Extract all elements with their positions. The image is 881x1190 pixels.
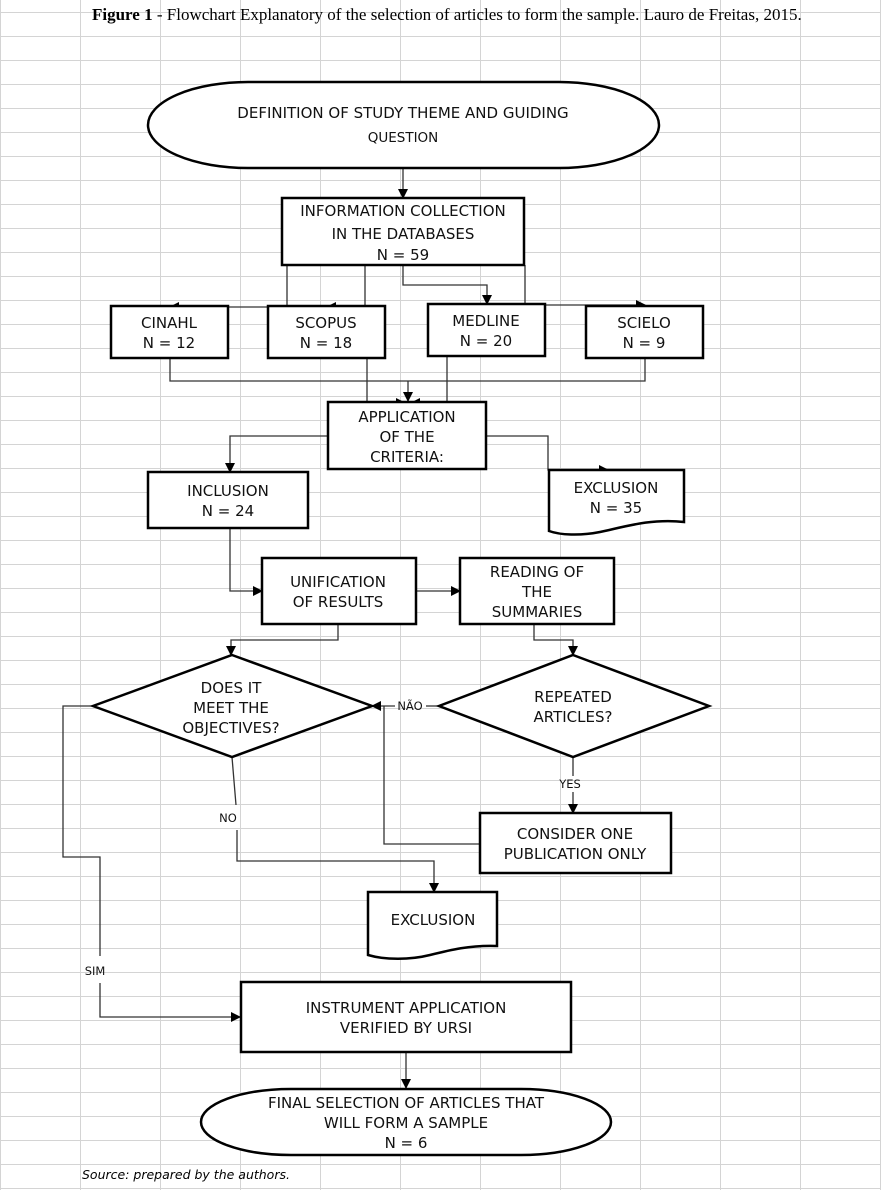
node-final-line-1: FINAL SELECTION OF ARTICLES THAT: [268, 1094, 545, 1112]
node-criteria-line-2: OF THE: [379, 428, 434, 446]
node-exclusion-final: EXCLUSION: [366, 890, 499, 960]
node-repeated-decision: REPEATED ARTICLES?: [435, 653, 713, 759]
node-consider: CONSIDER ONE PUBLICATION ONLY: [478, 811, 673, 875]
edge-collection-to-medline: [402, 265, 492, 305]
node-scopus: SCOPUS N = 18: [266, 304, 387, 360]
edge-consider-to-objectives: [383, 706, 480, 845]
node-instrument-line-2: VERIFIED BY URSI: [340, 1019, 472, 1037]
node-collection-line-3: N = 59: [377, 246, 429, 264]
edge-criteria-to-exclusion: [486, 435, 609, 475]
node-scopus-line-1: SCOPUS: [295, 314, 356, 332]
node-consider-line-2: PUBLICATION ONLY: [504, 845, 647, 863]
node-reading-line-3: SUMMARIES: [492, 603, 583, 621]
edge-criteria-to-inclusion: [225, 435, 328, 473]
edge-collection-to-cinahl: [169, 265, 288, 312]
edge-inclusion-to-unification: [229, 528, 263, 596]
edge-label-yes: YES: [558, 777, 581, 791]
node-final-line-3: N = 6: [385, 1134, 428, 1152]
node-exclusion-final-line-1: EXCLUSION: [391, 911, 476, 929]
figure-caption: Figure 1 - Flowchart Explanatory of the …: [92, 5, 814, 25]
node-objectives-decision: DOES IT MEET THE OBJECTIVES?: [89, 653, 376, 759]
node-instrument: INSTRUMENT APPLICATION VERIFIED BY URSI: [239, 980, 573, 1054]
node-instrument-line-1: INSTRUMENT APPLICATION: [306, 999, 507, 1017]
node-collection: INFORMATION COLLECTION IN THE DATABASES …: [280, 196, 526, 267]
node-criteria: APPLICATION OF THE CRITERIA:: [326, 400, 488, 471]
edge-objectives-no-down: [231, 756, 237, 806]
node-cinahl-line-1: CINAHL: [141, 314, 198, 332]
node-objectives-line-3: OBJECTIVES?: [182, 719, 279, 737]
edge-sim-to-instrument: [99, 983, 241, 1022]
node-final: FINAL SELECTION OF ARTICLES THAT WILL FO…: [199, 1087, 613, 1157]
node-collection-line-2: IN THE DATABASES: [332, 225, 475, 243]
node-medline-line-1: MEDLINE: [452, 312, 519, 330]
node-final-line-2: WILL FORM A SAMPLE: [324, 1114, 488, 1132]
node-unification-line-1: UNIFICATION: [290, 573, 386, 591]
edge-label-sim: SIM: [85, 964, 106, 978]
node-medline-line-2: N = 20: [460, 332, 512, 350]
node-scielo-line-2: N = 9: [623, 334, 666, 352]
node-start-line-1: DEFINITION OF STUDY THEME AND GUIDING: [237, 104, 568, 122]
node-start: DEFINITION OF STUDY THEME AND GUIDING QU…: [146, 80, 661, 170]
node-exclusion-criteria-line-2: N = 35: [590, 499, 642, 517]
node-objectives-line-1: DOES IT: [201, 679, 263, 697]
node-inclusion-line-1: INCLUSION: [187, 482, 269, 500]
node-exclusion-criteria-line-1: EXCLUSION: [574, 479, 659, 497]
node-repeated-line-2: ARTICLES?: [534, 708, 613, 726]
node-medline: MEDLINE N = 20: [426, 302, 547, 358]
edge-label-no: NO: [219, 811, 237, 825]
node-criteria-line-1: APPLICATION: [358, 408, 455, 426]
edge-reading-to-repeated: [533, 625, 578, 656]
edge-medline-to-criteria: [410, 357, 448, 408]
figure-label: Figure 1: [92, 5, 153, 24]
node-scielo-line-1: SCIELO: [617, 314, 671, 332]
node-collection-line-1: INFORMATION COLLECTION: [300, 202, 505, 220]
source-note: Source: prepared by the authors.: [82, 1167, 290, 1182]
node-exclusion-criteria: EXCLUSION N = 35: [547, 468, 686, 536]
edge-collection-to-scopus: [326, 265, 366, 312]
node-scopus-line-2: N = 18: [300, 334, 352, 352]
node-objectives-line-2: MEET THE: [193, 699, 269, 717]
node-reading-line-1: READING OF: [490, 563, 584, 581]
node-start-line-2: QUESTION: [368, 130, 439, 146]
node-cinahl: CINAHL N = 12: [109, 304, 230, 360]
node-unification-line-2: OF RESULTS: [293, 593, 384, 611]
figure-caption-text: - Flowchart Explanatory of the selection…: [152, 5, 802, 24]
edge-objectives-yes-left: [62, 705, 101, 956]
node-consider-line-1: CONSIDER ONE: [517, 825, 633, 843]
edge-cinahl-to-criteria: [169, 359, 646, 382]
node-unification: UNIFICATION OF RESULTS: [260, 556, 418, 626]
edge-collection-to-scielo: [524, 265, 646, 310]
node-reading: READING OF THE SUMMARIES: [458, 556, 616, 626]
node-reading-line-2: THE: [521, 583, 552, 601]
node-repeated-line-1: REPEATED: [534, 688, 612, 706]
node-inclusion: INCLUSION N = 24: [146, 470, 310, 530]
edge-no-to-exclusion: [236, 830, 439, 893]
node-inclusion-line-2: N = 24: [202, 502, 254, 520]
node-scielo: SCIELO N = 9: [584, 304, 705, 360]
node-criteria-line-3: CRITERIA:: [370, 448, 444, 466]
edge-unification-to-objectives: [226, 625, 339, 656]
edge-label-nao: NÃO: [397, 698, 422, 713]
node-cinahl-line-2: N = 12: [143, 334, 195, 352]
